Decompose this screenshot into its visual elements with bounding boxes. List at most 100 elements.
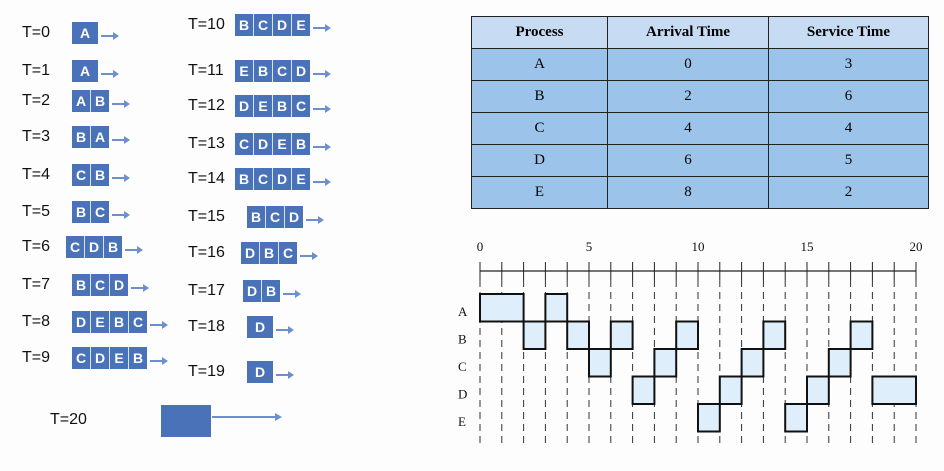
queue-arrow-icon (125, 246, 143, 254)
time-label: T=10 (188, 16, 225, 33)
queue-arrow-icon (112, 136, 130, 144)
queue-process-box: D (292, 60, 310, 82)
queue-process-box: E (110, 347, 129, 369)
queue-process-box: A (72, 22, 98, 44)
axis-tick-label: 10 (692, 239, 705, 254)
time-label: T=5 (22, 203, 51, 220)
queue-process-box: B (91, 90, 109, 112)
table-cell: C (471, 112, 608, 145)
queue-arrow-icon (313, 143, 331, 151)
process-row-label: E (458, 414, 466, 429)
schedule-block (653, 348, 678, 378)
table-cell: 8 (607, 176, 769, 209)
queue-process-box: C (254, 14, 273, 36)
queue-process-box: B (129, 347, 147, 369)
queue-arrow-icon (101, 32, 119, 40)
time-label: T=18 (188, 318, 225, 335)
queue-process-box: D (241, 242, 260, 264)
time-label: T=9 (22, 349, 51, 366)
queue-process-box: B (72, 126, 91, 148)
time-label: T=14 (188, 170, 225, 187)
queue-arrow-icon (112, 211, 130, 219)
table-cell: A (471, 48, 608, 81)
queue-process-box: D (243, 280, 262, 302)
queue-process-box: C (273, 60, 292, 82)
queue-process-box: D (254, 133, 273, 155)
queue-process-box: C (72, 347, 91, 369)
queue-process-box: D (285, 206, 303, 228)
queue-process-box: B (235, 14, 254, 36)
process-row-label: A (458, 304, 468, 319)
queue-process-box: B (235, 168, 254, 190)
time-label: T=8 (22, 313, 51, 330)
schedule-block (806, 375, 830, 405)
schedule-block (827, 348, 852, 378)
time-label: T=20 (50, 411, 87, 428)
time-label: T=6 (22, 238, 51, 255)
queue-process-box: C (72, 164, 91, 186)
axis-tick-label: 5 (586, 239, 593, 254)
queue-arrow-icon (306, 216, 324, 224)
time-label: T=3 (22, 128, 51, 145)
queue-arrow-icon (112, 100, 130, 108)
time-label: T=1 (22, 62, 51, 79)
schedule-block (762, 320, 787, 350)
queue-process-box: B (262, 280, 280, 302)
table-cell: 4 (768, 112, 929, 145)
queue-arrow-icon (283, 290, 301, 298)
queue-arrow-icon (276, 326, 294, 334)
process-row-label: C (458, 359, 467, 374)
queue-process-box: C (279, 242, 297, 264)
queue-process-box: B (72, 274, 91, 296)
time-label: T=19 (188, 363, 225, 380)
schedule-block (544, 293, 569, 323)
queue-arrow-icon (112, 174, 130, 182)
queue-process-box: C (91, 274, 110, 296)
table-cell: D (471, 144, 608, 177)
queue-arrow-icon (212, 413, 282, 421)
table-cell: 2 (768, 176, 929, 209)
queue-arrow-icon (150, 357, 168, 365)
header-arrival-time: Arrival Time (607, 16, 769, 49)
time-label: T=12 (188, 97, 225, 114)
header-process: Process (471, 16, 608, 49)
schedule-block (522, 320, 547, 350)
table-cell: 6 (607, 144, 769, 177)
queue-process-box: D (247, 316, 273, 338)
table-cell: 3 (768, 48, 929, 81)
queue-process-box: A (72, 90, 91, 112)
queue-arrow-icon (131, 284, 149, 292)
queue-process-box: C (292, 95, 310, 117)
table-cell: B (471, 80, 608, 113)
queue-process-box: C (66, 236, 85, 258)
queue-arrow-icon (300, 252, 318, 260)
ready-queue: A (72, 22, 98, 44)
header-service-time: Service Time (768, 16, 929, 49)
